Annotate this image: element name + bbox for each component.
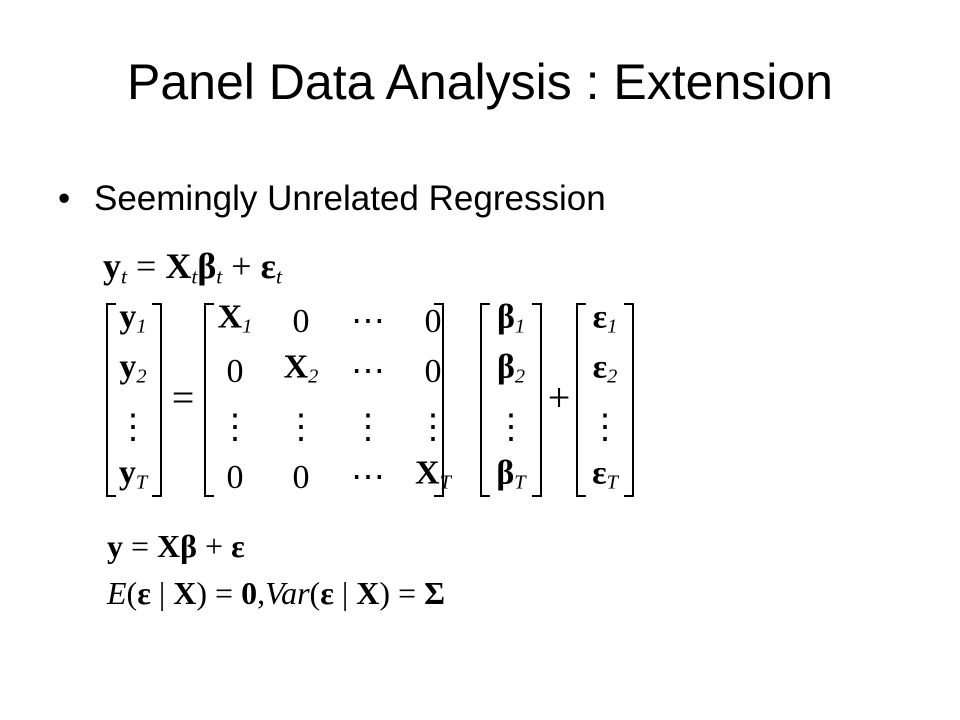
eq3-beta: β: [180, 528, 198, 564]
matrix-x-entry: ⋮: [284, 409, 318, 446]
bracket-eps-left: [576, 303, 586, 497]
slide-title: Panel Data Analysis : Extension: [127, 54, 833, 110]
eq4-eps1: ε: [137, 575, 151, 611]
bullet-marker: •: [58, 179, 71, 218]
bracket-y-left: [106, 303, 116, 497]
bracket-y-right: [152, 303, 162, 497]
matrix-x-entry: X2: [283, 348, 319, 388]
matrix-x-entry: 0: [292, 459, 310, 496]
eq3-equals: =: [123, 528, 158, 564]
matrix-eps-entry: εT: [592, 454, 618, 494]
matrix-eps-entry: ε2: [592, 348, 618, 388]
equation-compact-model: y = Xβ + ε: [107, 528, 245, 564]
eq4-e: E: [107, 575, 127, 611]
matrix-x-entry: 0: [292, 303, 310, 340]
bullet-item: • Seemingly Unrelated Regression: [58, 174, 606, 224]
equation-assumptions: E(ε | X) = 0,Var(ε | X) = Σ: [107, 573, 445, 613]
eq4-open2: (: [309, 575, 321, 611]
eq4-close1: ): [196, 575, 208, 611]
eq1-beta-sub: t: [216, 264, 223, 289]
matrix-equals-sign: =: [171, 375, 195, 420]
eq4-comma: ,: [257, 575, 266, 611]
eq4-x2: X: [356, 575, 380, 611]
matrix-beta-entry: β2: [496, 348, 526, 388]
matrix-eps-entry: ε1: [592, 298, 618, 338]
matrix-y-entry: y1: [119, 298, 147, 338]
matrix-y-entry: yT: [118, 454, 148, 494]
matrix-x-entry: 0: [226, 353, 244, 390]
matrix-x-entry: ⋯: [351, 303, 385, 340]
matrix-eps-entry: ⋮: [588, 409, 622, 446]
matrix-x-entry: ⋮: [351, 409, 385, 446]
bracket-eps-right: [624, 303, 634, 497]
eq3-y: y: [107, 528, 123, 564]
matrix-x-entry: X1: [217, 298, 253, 338]
equation-model-per-period: yt = Xtβt + εt: [103, 246, 282, 296]
eq1-eps-sub: t: [275, 264, 282, 289]
matrix-x-entry: XT: [415, 454, 451, 494]
eq4-x1: X: [173, 575, 197, 611]
matrix-x-entry: ⋮: [416, 409, 450, 446]
eq4-eps2: ε: [320, 575, 334, 611]
eq4-bar1: |: [150, 575, 174, 611]
matrix-y-entry: y2: [119, 348, 147, 388]
matrix-beta-entry: β1: [496, 298, 526, 338]
eq4-zero: 0: [241, 575, 258, 611]
matrix-x-entry: ⋯: [351, 459, 385, 496]
eq1-plus: +: [222, 246, 261, 286]
eq1-y-sub: t: [121, 264, 127, 289]
matrix-x-entry: 0: [226, 459, 244, 496]
matrix-y-entry: ⋮: [116, 409, 150, 446]
eq1-x: X: [165, 246, 192, 286]
matrix-brackets: [106, 303, 634, 497]
eq1-eps: ε: [260, 246, 276, 286]
eq4-close2: ): [379, 575, 391, 611]
bracket-x-left: [204, 303, 214, 497]
eq1-equals: =: [127, 246, 166, 286]
matrix-x-entry: 0: [424, 303, 442, 340]
eq3-x: X: [157, 528, 181, 564]
matrix-x-entry: ⋯: [351, 353, 385, 390]
eq4-var: Var: [265, 575, 310, 611]
matrix-x-entry: 0: [424, 353, 442, 390]
bracket-x-right: [434, 303, 444, 497]
eq4-sigma: Σ: [424, 575, 446, 611]
eq4-equals2: =: [390, 575, 425, 611]
matrix-beta-entry: βT: [496, 454, 526, 494]
eq4-open1: (: [126, 575, 138, 611]
eq1-beta: β: [197, 246, 217, 286]
eq1-y: y: [103, 246, 121, 286]
eq3-plus: +: [197, 528, 232, 564]
matrix-plus-sign: +: [547, 375, 571, 420]
bracket-beta-left: [480, 303, 490, 497]
matrix-beta-entry: ⋮: [494, 409, 528, 446]
eq1-x-sub: t: [191, 264, 198, 289]
eq4-bar2: |: [333, 575, 357, 611]
eq3-eps: ε: [231, 528, 245, 564]
bracket-beta-right: [532, 303, 542, 497]
bullet-text: Seemingly Unrelated Regression: [94, 179, 606, 218]
matrix-x-entry: ⋮: [218, 409, 252, 446]
eq4-equals1: =: [207, 575, 242, 611]
